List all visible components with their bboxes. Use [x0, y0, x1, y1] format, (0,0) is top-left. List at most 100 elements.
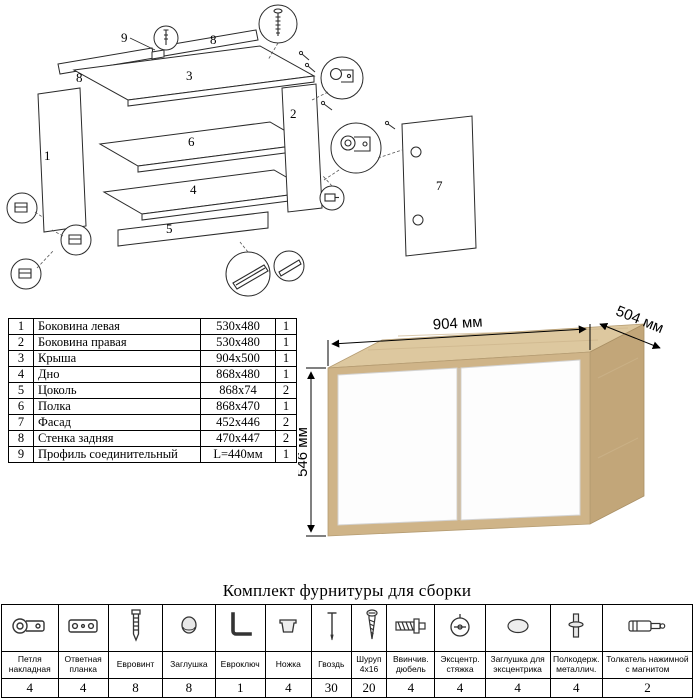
product-render-section: 904 мм 504 мм 546 мм — [294, 278, 690, 571]
parts-row: 6 Полка 868x470 1 — [8, 398, 297, 415]
part-qty: 1 — [275, 398, 297, 415]
part-size: 868x470 — [200, 398, 276, 415]
part-name: Полка — [33, 398, 201, 415]
part-num: 2 — [8, 334, 34, 351]
exploded-view-diagram: 9 8 8 3 1 2 6 4 5 7 — [6, 4, 477, 297]
part-size: 868x480 — [200, 366, 276, 383]
hardware-icon-cell — [386, 604, 436, 652]
hex-key-icon — [231, 611, 252, 636]
parts-row: 7 Фасад 452x446 2 — [8, 414, 297, 431]
mounting-plate-icon — [68, 618, 98, 633]
connecting-profile — [151, 49, 165, 60]
part-num: 6 — [8, 398, 34, 415]
foot-icon — [279, 618, 297, 633]
part-name: Цоколь — [33, 382, 201, 399]
cabinet-left-door[interactable] — [337, 367, 458, 526]
cabinet-right-face — [589, 323, 645, 525]
parts-row: 4 Дно 868x480 1 — [8, 366, 297, 383]
hardware-icon-cell — [350, 604, 388, 652]
hardware-icon-cell — [214, 604, 266, 652]
part-size: 530x480 — [200, 334, 276, 351]
hardware-icon-cell — [484, 604, 551, 652]
part-name: Стенка задняя — [33, 430, 201, 447]
detail-hinge-bubble-2 — [330, 122, 382, 174]
part-num: 5 — [8, 382, 34, 399]
callout-9: 9 — [121, 30, 128, 45]
right-side-panel — [281, 83, 323, 213]
part-qty: 1 — [275, 366, 297, 383]
parts-row: 9 Профиль соединительный L=440мм 1 — [8, 446, 297, 463]
hardware-qty: 30 — [310, 678, 352, 698]
hardware-name: Эксцентр. стяжка — [434, 651, 486, 679]
detail-hinge-bubble-1 — [320, 56, 364, 100]
hardware-icon-cell — [310, 604, 352, 652]
hardware-name: Евровинт — [107, 651, 164, 679]
dowel-icon — [395, 617, 426, 634]
hardware-name: Шуруп 4x16 — [350, 651, 388, 679]
part-num: 8 — [8, 430, 34, 447]
hinge-cup-bottom — [412, 214, 424, 226]
part-size: 452x446 — [200, 414, 276, 431]
part-qty: 1 — [275, 350, 297, 367]
part-name: Фасад — [33, 414, 201, 431]
hardware-qty: 2 — [601, 678, 694, 698]
hinge-cup-top — [410, 146, 422, 158]
part-num: 4 — [8, 366, 34, 383]
part-qty: 2 — [275, 414, 297, 431]
hardware-kit-title: Комплект фурнитуры для сборки — [222, 581, 472, 600]
hardware-name: Ножка — [264, 651, 312, 679]
part-size: 904x500 — [200, 350, 276, 367]
callout-4: 4 — [190, 182, 197, 197]
part-num: 1 — [8, 318, 34, 335]
part-qty: 2 — [275, 430, 297, 447]
hardware-name: Ответная планка — [57, 651, 109, 679]
screw-icon — [366, 608, 378, 639]
part-size: L=440мм — [200, 446, 276, 463]
detail-bracket-bubble-1 — [6, 192, 38, 224]
part-size: 470x447 — [200, 430, 276, 447]
hardware-name: Полкодерж. металлич. — [549, 651, 603, 679]
detail-dowel-bubble — [319, 185, 345, 211]
part-name: Профиль соединительный — [33, 446, 201, 463]
hardware-icon-cell — [434, 604, 486, 652]
product-render: 904 мм 504 мм 546 мм — [294, 303, 666, 537]
parts-row: 3 Крыша 904x500 1 — [8, 350, 297, 367]
part-num: 7 — [8, 414, 34, 431]
cabinet-right-door[interactable] — [460, 359, 581, 521]
callout-7: 7 — [436, 178, 443, 193]
hardware-qty: 4 — [484, 678, 551, 698]
hardware-qty: 20 — [350, 678, 388, 698]
hardware-name: Ввинчив. дюбель — [386, 651, 436, 679]
cam-lock-icon — [450, 613, 470, 637]
exploded-view-section: 9 8 8 3 1 2 6 4 5 7 — [2, 0, 482, 317]
detail-bracket-bubble-2 — [60, 224, 92, 256]
hinge-icon — [12, 617, 45, 634]
part-qty: 1 — [275, 446, 297, 463]
plinth-panel — [117, 211, 269, 247]
part-qty: 1 — [275, 334, 297, 351]
width-dimension-arrow — [331, 325, 587, 348]
hardware-qty-row: 4 4 8 8 1 4 30 20 4 4 4 4 2 — [1, 678, 694, 698]
part-name: Крыша — [33, 350, 201, 367]
callout-8-left: 8 — [76, 70, 83, 85]
detail-bracket-bubble-3 — [10, 258, 42, 290]
hardware-icon-cell — [57, 604, 109, 652]
part-name: Дно — [33, 366, 201, 383]
hardware-icons-row — [1, 604, 694, 652]
hardware-qty: 8 — [162, 678, 216, 698]
callout-6: 6 — [188, 134, 195, 149]
hardware-kit-table: Петля накладная Ответная планка Евровинт… — [1, 604, 694, 698]
callout-5: 5 — [166, 221, 173, 236]
parts-row: 1 Боковина левая 530x480 1 — [8, 318, 297, 335]
hardware-name: Гвоздь — [310, 651, 352, 679]
hardware-qty: 4 — [549, 678, 603, 698]
hardware-qty: 4 — [264, 678, 312, 698]
width-dimension-label: 904 мм — [432, 314, 483, 334]
hardware-name: Толкатель нажимной с магнитом — [601, 651, 694, 679]
hardware-icon-cell — [1, 604, 59, 652]
hardware-qty: 1 — [214, 678, 266, 698]
parts-row: 8 Стенка задняя 470x447 2 — [8, 430, 297, 447]
confirmat-screw-icon — [130, 608, 141, 642]
part-size: 530x480 — [200, 318, 276, 335]
hardware-qty: 4 — [386, 678, 436, 698]
